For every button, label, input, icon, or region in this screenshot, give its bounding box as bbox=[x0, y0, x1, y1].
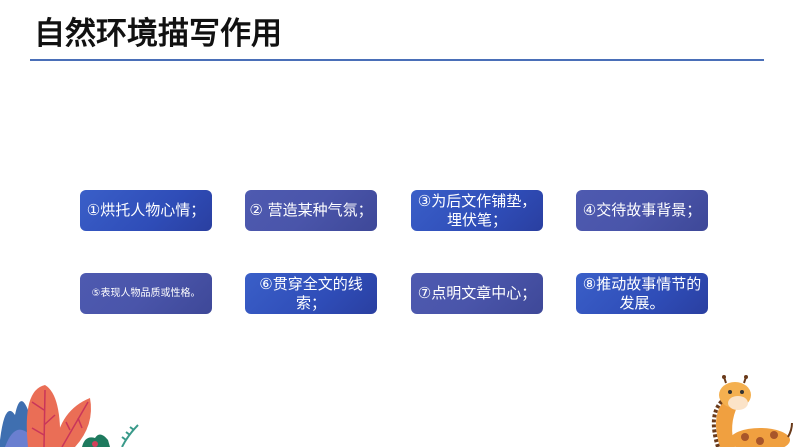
card-2: ② 营造某种气氛； bbox=[245, 190, 377, 231]
card-1: ①烘托人物心情； bbox=[80, 190, 212, 231]
card-8: ⑧推动故事情节的发展。 bbox=[576, 273, 708, 314]
card-4: ④交待故事背景； bbox=[576, 190, 708, 231]
leaves-illustration-icon bbox=[0, 385, 139, 447]
card-5: ⑤表现人物品质或性格。 bbox=[80, 273, 212, 314]
card-3: ③为后文作铺垫，埋伏笔； bbox=[411, 190, 543, 231]
slide-title: 自然环境描写作用 bbox=[34, 16, 282, 52]
title-divider bbox=[30, 59, 764, 61]
card-7: ⑦点明文章中心； bbox=[411, 273, 543, 314]
giraffe-illustration-icon bbox=[711, 375, 793, 447]
card-6: ⑥贯穿全文的线索； bbox=[245, 273, 377, 314]
